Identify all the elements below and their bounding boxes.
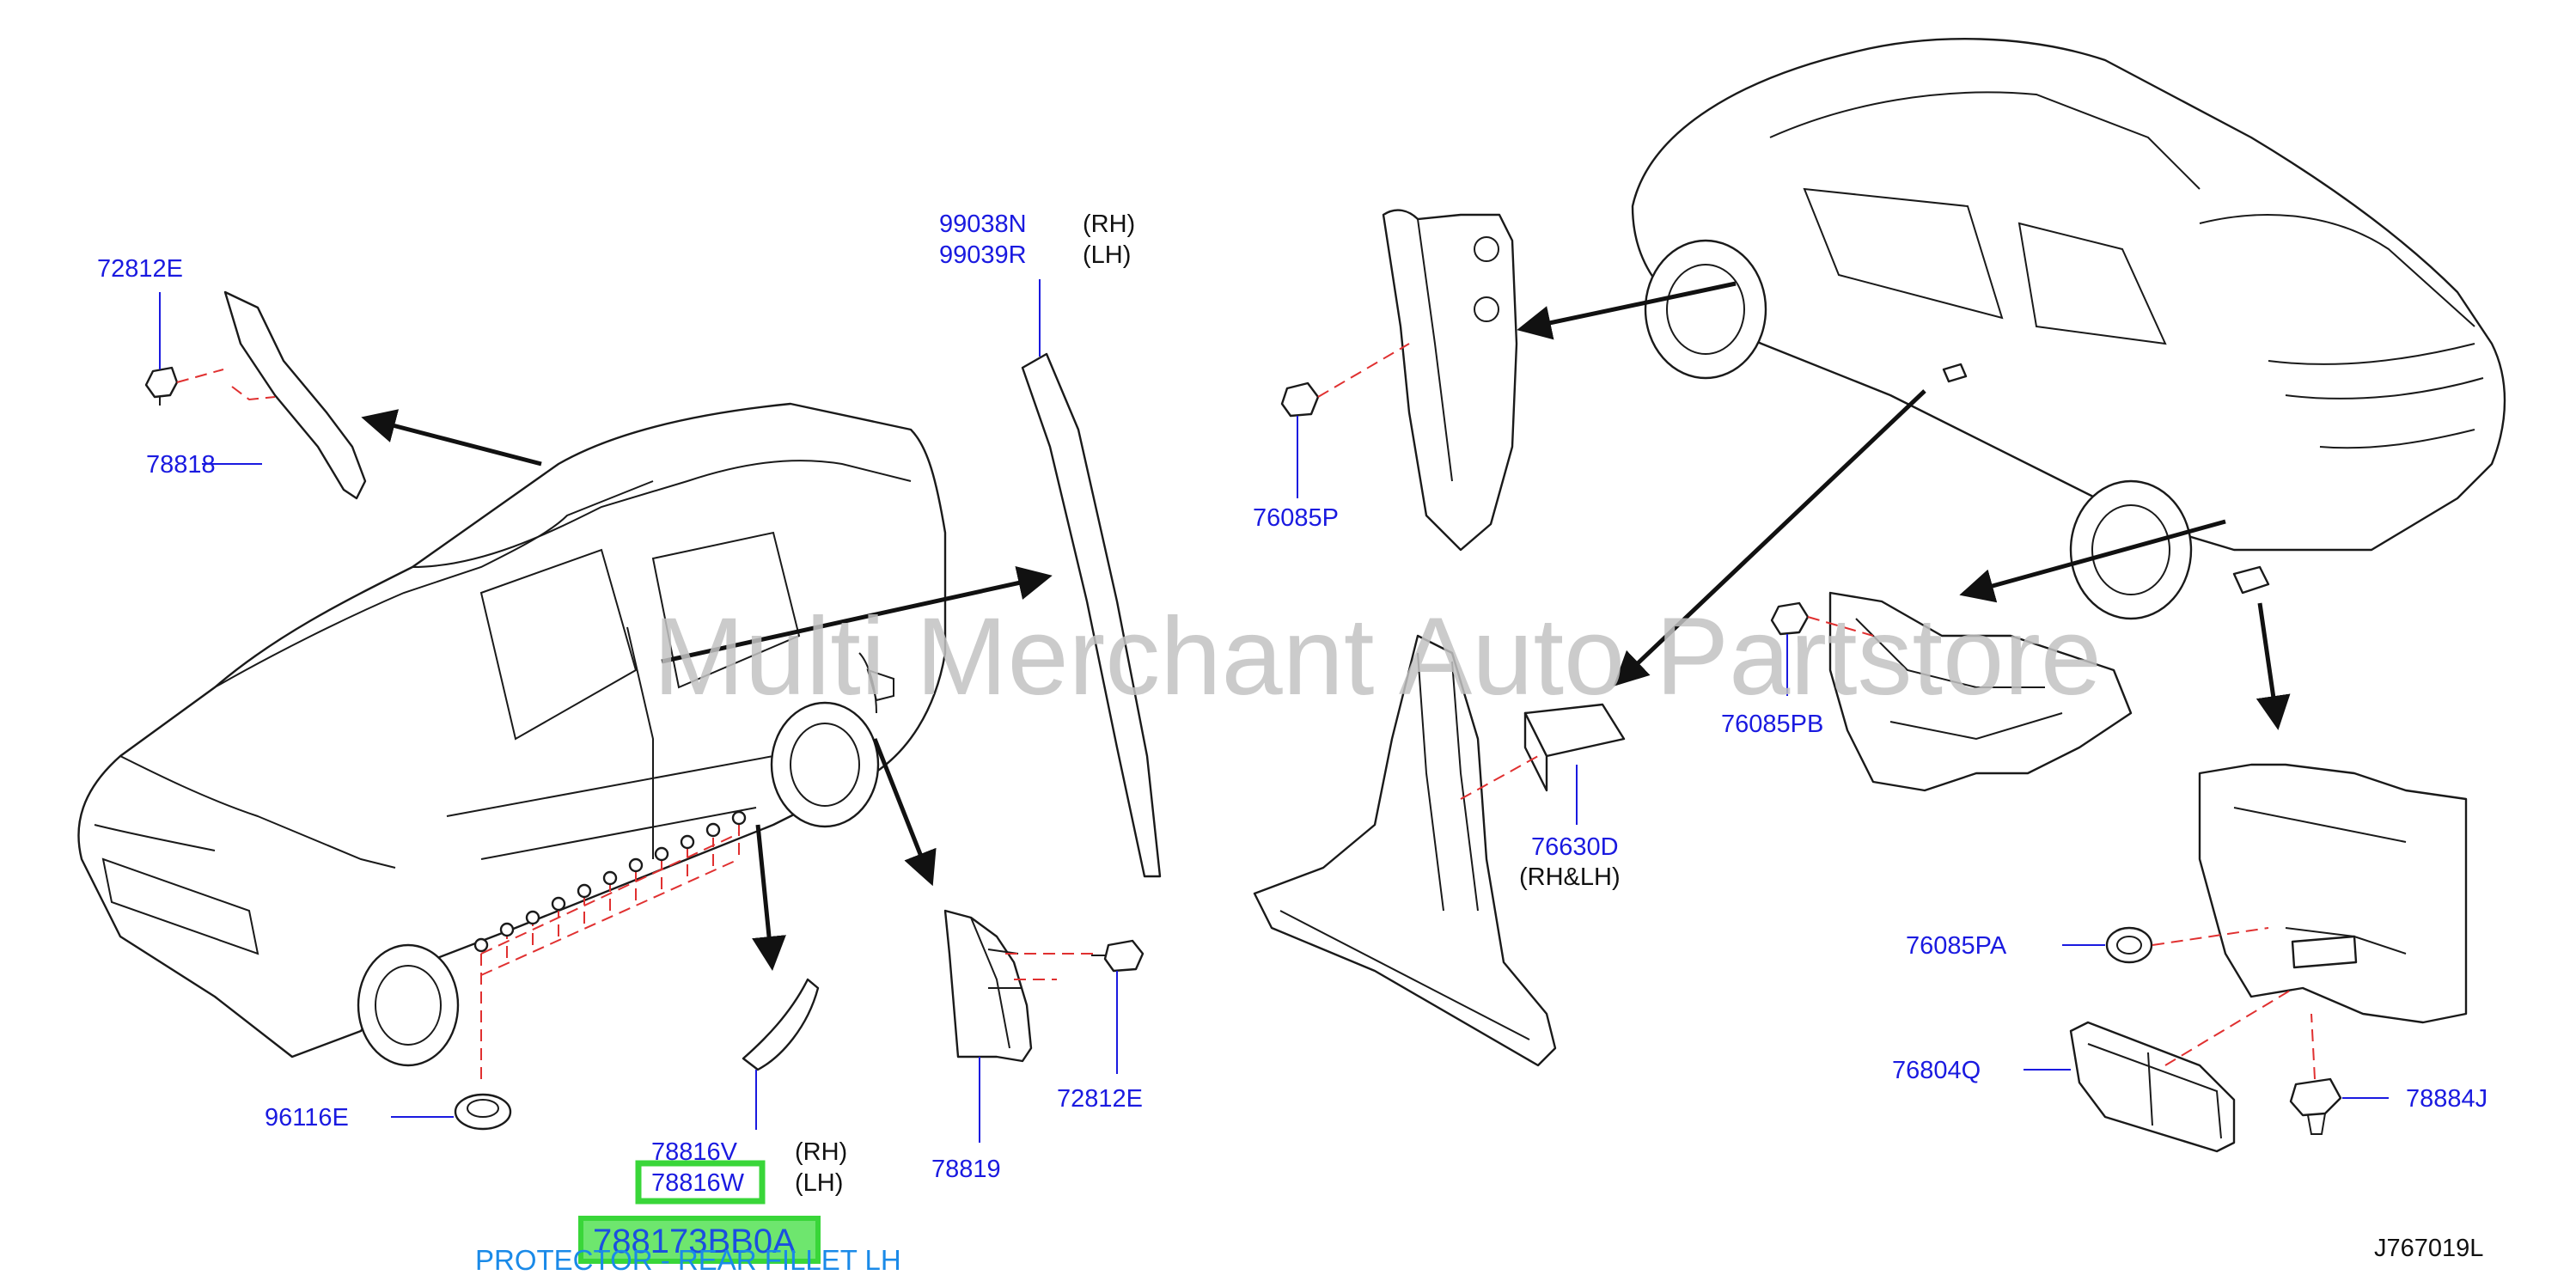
part-number-highlight: [578, 1216, 821, 1264]
callout-78884j: 78884J: [2406, 1085, 2487, 1113]
highlighted-part[interactable]: 788173BB0A PROTECTOR - REAR FILLET LH: [475, 1216, 901, 1275]
callout-labels: 72812E 78818 99038N (RH) 99039R (LH) 760…: [97, 210, 2487, 1197]
right-arrows: [1517, 281, 2291, 730]
highlight-frame-78816w: [635, 1160, 766, 1205]
callout-78818: 78818: [146, 451, 216, 479]
callout-99038n: 99038N: [939, 210, 1027, 238]
left-car-illustration: [77, 402, 947, 1067]
callout-72812e-bottom: 72812E: [1057, 1085, 1143, 1113]
callout-76085pa: 76085PA: [1906, 932, 2007, 960]
callout-76630d: 76630D: [1531, 833, 1619, 861]
callout-78819: 78819: [931, 1156, 1001, 1183]
callout-96116e: 96116E: [265, 1104, 349, 1132]
callout-99039r: 99039R: [939, 241, 1027, 269]
diagram-id: J767019L: [2374, 1235, 2483, 1262]
callout-99038n-side: (RH): [1083, 210, 1135, 238]
callout-78816w-side: (LH): [795, 1169, 843, 1197]
part-number[interactable]: 788173BB0A: [593, 1223, 796, 1260]
callout-78816w: 78816W: [651, 1169, 745, 1197]
mudguard-78819: [943, 909, 1145, 1143]
grommet-96116e: [391, 1093, 512, 1131]
left-arrows: [361, 409, 1053, 971]
callout-99039r-side: (LH): [1083, 241, 1131, 269]
callout-78816v-side: (RH): [795, 1138, 847, 1166]
callout-76085pb: 76085PB: [1721, 711, 1823, 738]
rear-inner-panel: [2024, 763, 2468, 1153]
callout-76085p: 76085P: [1253, 504, 1339, 532]
sill-clip-dashes: [480, 825, 740, 1083]
center-pillar-structure: [1253, 634, 1626, 1067]
callout-76804q: 76804Q: [1892, 1057, 1981, 1084]
callout-76630d-side: (RH&LH): [1519, 863, 1621, 891]
protector-78816w: [742, 978, 820, 1130]
callout-72812e-top: 72812E: [97, 255, 183, 283]
part-description: PROTECTOR - REAR FILLET LH: [475, 1244, 901, 1275]
pillar-garnish-99038n: [1021, 279, 1162, 878]
sill-clip-heads: [473, 810, 747, 953]
quarter-panel-76085pb: [1770, 591, 2133, 792]
pillar-panel-76085p: [1280, 209, 1518, 552]
bracket-78818: [144, 290, 367, 500]
right-car-illustration: [1631, 38, 2506, 620]
watermark: Multi Merchant Auto Partstore: [653, 595, 2102, 718]
